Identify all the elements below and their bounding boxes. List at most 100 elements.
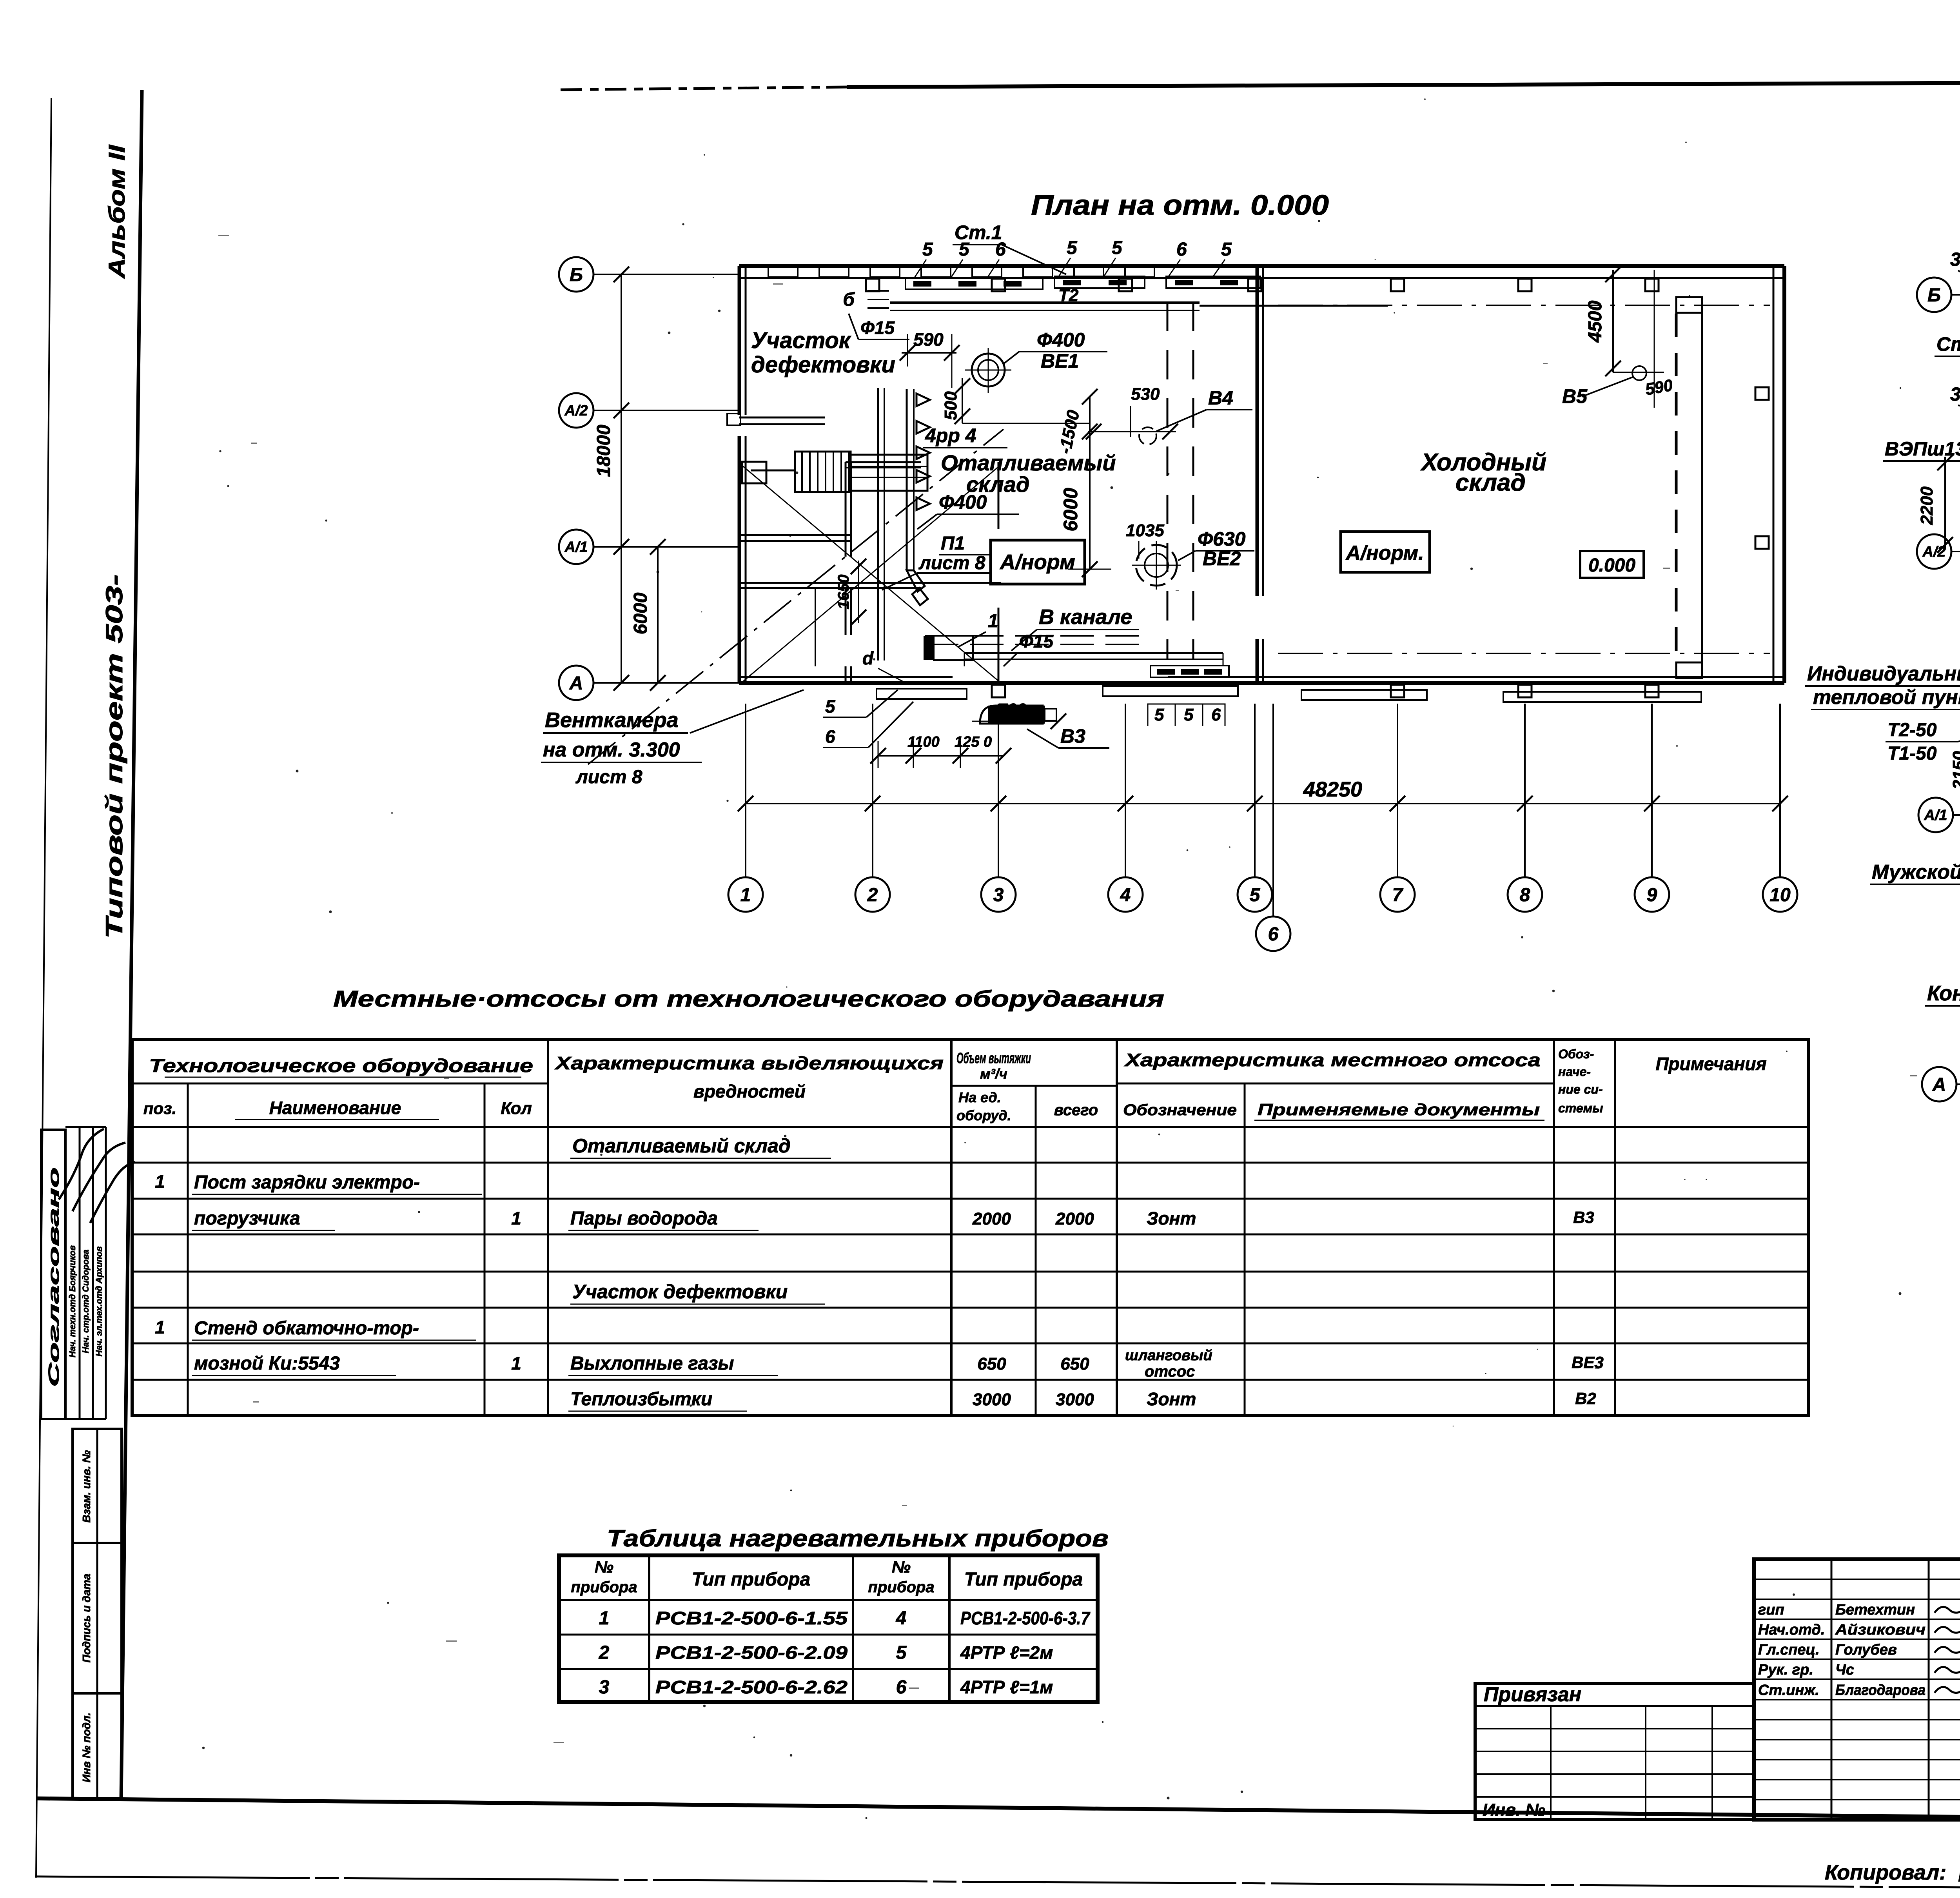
svg-text:Технологическое оборудование: Технологическое оборудование — [149, 1056, 533, 1076]
svg-text:5: 5 — [1067, 238, 1078, 258]
svg-text:Примечания: Примечания — [1655, 1054, 1766, 1074]
svg-text:0.000: 0.000 — [1588, 555, 1635, 576]
svg-text:5: 5 — [1154, 705, 1164, 724]
svg-text:№: № — [892, 1558, 911, 1576]
svg-text:Альбом II: Альбом II — [104, 144, 130, 279]
svg-text:8: 8 — [1520, 885, 1530, 905]
svg-text:Выхлопные газы: Выхлопные газы — [570, 1353, 734, 1374]
svg-text:5: 5 — [1112, 238, 1123, 258]
svg-text:2150: 2150 — [1949, 751, 1960, 790]
svg-text:Привязан: Привязан — [1484, 1683, 1581, 1706]
svg-text:Отапливаемый склад: Отапливаемый склад — [572, 1135, 791, 1157]
svg-text:Нач. техн.отд Боярчиков: Нач. техн.отд Боярчиков — [67, 1245, 77, 1357]
svg-text:2000: 2000 — [1055, 1209, 1094, 1228]
svg-text:Т2: Т2 — [1058, 286, 1079, 305]
svg-text:Ф15: Ф15 — [860, 318, 895, 338]
svg-text:Айзикович: Айзикович — [1835, 1622, 1926, 1638]
svg-text:650: 650 — [977, 1354, 1006, 1374]
svg-text:Обозначение: Обозначение — [1123, 1101, 1237, 1119]
svg-text:оборуд.: оборуд. — [956, 1107, 1011, 1123]
svg-text:П1: П1 — [941, 533, 965, 554]
svg-text:5: 5 — [922, 239, 933, 260]
svg-text:Нач.отд.: Нач.отд. — [1758, 1622, 1825, 1638]
svg-text:отсос: отсос — [1145, 1363, 1195, 1380]
svg-text:всего: всего — [1054, 1101, 1098, 1119]
svg-text:3: 3 — [993, 885, 1004, 905]
svg-text:Местные·отсосы от технолог: Местные·отсосы от технологического обору… — [333, 986, 1164, 1012]
svg-text:Венткамера: Венткамера — [545, 708, 679, 732]
svg-text:В канале: В канале — [1039, 605, 1132, 629]
svg-text:прибора: прибора — [571, 1579, 637, 1596]
svg-text:Рук. гр.: Рук. гр. — [1758, 1662, 1813, 1678]
svg-text:вредностей: вредностей — [693, 1081, 806, 1101]
svg-text:РСВ1-2-500-6-1.55: РСВ1-2-500-6-1.55 — [655, 1608, 848, 1628]
svg-text:РСВ1-2-500-6-2.62: РСВ1-2-500-6-2.62 — [655, 1677, 848, 1697]
svg-text:6000: 6000 — [630, 592, 651, 634]
svg-text:4рр 4: 4рр 4 — [925, 425, 976, 446]
svg-text:Благодарова: Благодарова — [1835, 1682, 1926, 1698]
svg-text:В4: В4 — [1208, 387, 1233, 409]
svg-text:6: 6 — [1211, 705, 1221, 724]
svg-text:2: 2 — [599, 1642, 610, 1663]
svg-text:Воропаева: Воропаева — [1958, 1863, 1960, 1886]
svg-text:48250: 48250 — [1303, 778, 1362, 801]
svg-text:590: 590 — [1644, 376, 1674, 398]
svg-text:Ф400: Ф400 — [939, 491, 987, 513]
svg-text:Наименование: Наименование — [269, 1098, 401, 1118]
svg-text:5: 5 — [896, 1642, 907, 1663]
svg-text:Согласовано: Согласовано — [46, 1167, 62, 1387]
svg-text:наче-: наче- — [1558, 1065, 1591, 1079]
svg-text:А: А — [569, 673, 583, 694]
svg-text:Гл.спец.: Гл.спец. — [1758, 1642, 1820, 1658]
svg-text:лист 8: лист 8 — [575, 767, 642, 788]
svg-text:2: 2 — [867, 885, 878, 905]
svg-text:5: 5 — [825, 696, 836, 717]
svg-text:1: 1 — [155, 1171, 165, 1192]
svg-text:3: 3 — [1950, 384, 1960, 405]
svg-text:Инв. №: Инв. № — [1483, 1800, 1545, 1820]
svg-text:530: 530 — [1131, 385, 1160, 404]
svg-text:Кол: Кол — [501, 1099, 532, 1118]
svg-text:Мужской гардероб: Мужской гардероб — [1872, 861, 1960, 884]
svg-text:Объем вытяжки: Объем вытяжки — [956, 1050, 1031, 1067]
svg-text:6000: 6000 — [1060, 488, 1082, 531]
svg-text:6: 6 — [896, 1677, 907, 1698]
svg-text:4РТР ℓ=1м: 4РТР ℓ=1м — [960, 1677, 1053, 1697]
svg-text:А/2: А/2 — [1922, 544, 1945, 560]
svg-text:тепловой пункт: тепловой пункт — [1813, 686, 1960, 709]
svg-text:Зонт: Зонт — [1147, 1208, 1196, 1228]
svg-text:3: 3 — [599, 1677, 610, 1698]
svg-text:Ст.1: Ст.1 — [955, 221, 1002, 243]
svg-text:А/2: А/2 — [564, 403, 588, 419]
svg-text:4РТР ℓ=2м: 4РТР ℓ=2м — [960, 1642, 1053, 1663]
svg-text:А/1: А/1 — [564, 539, 588, 555]
svg-text:Отапливаемый: Отапливаемый — [941, 450, 1116, 475]
svg-text:склад: склад — [966, 472, 1030, 497]
svg-text:3000: 3000 — [973, 1390, 1011, 1409]
svg-text:4: 4 — [1120, 885, 1131, 905]
svg-text:Тип прибора: Тип прибора — [964, 1569, 1083, 1590]
svg-text:РСВ1-2-500-6-2.09: РСВ1-2-500-6-2.09 — [655, 1642, 848, 1663]
svg-text:2200: 2200 — [1917, 486, 1936, 525]
svg-text:10: 10 — [1769, 885, 1791, 905]
svg-text:В5: В5 — [1562, 385, 1588, 407]
svg-text:Т2-50: Т2-50 — [1887, 720, 1937, 740]
svg-text:Стенд обкаточно-тор-: Стенд обкаточно-тор- — [194, 1318, 419, 1339]
svg-text:5: 5 — [1184, 705, 1194, 724]
svg-text:Теплоизбытки: Теплоизбытки — [570, 1389, 712, 1410]
svg-text:В2: В2 — [1575, 1389, 1596, 1408]
svg-text:Таблица нагревательных прибо: Таблица нагревательных приборов — [607, 1525, 1109, 1551]
svg-text:ВЕ3: ВЕ3 — [1572, 1353, 1604, 1372]
svg-text:Ф15: Ф15 — [1019, 631, 1054, 651]
svg-text:В3: В3 — [1060, 725, 1085, 747]
svg-text:Копировал:: Копировал: — [1825, 1861, 1946, 1884]
svg-text:2000: 2000 — [972, 1209, 1011, 1228]
svg-text:Подпись и дата: Подпись и дата — [80, 1574, 93, 1663]
svg-text:Инв № подл.: Инв № подл. — [80, 1713, 93, 1782]
svg-text:3000: 3000 — [1056, 1390, 1094, 1409]
svg-text:Тип прибора: Тип прибора — [692, 1569, 810, 1590]
svg-text:1100: 1100 — [907, 734, 940, 750]
svg-text:18000: 18000 — [593, 425, 614, 477]
svg-text:На ед.: На ед. — [958, 1089, 1001, 1105]
svg-text:1035: 1035 — [1126, 521, 1164, 540]
